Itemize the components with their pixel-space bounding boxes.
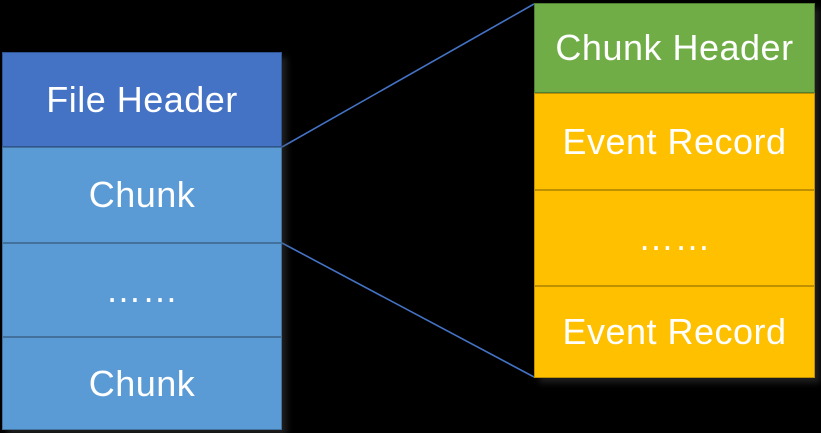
row-label: Chunk: [88, 174, 196, 215]
ellipsis-row: ……: [534, 190, 815, 286]
chunk-header-row: Chunk Header: [534, 3, 815, 93]
row-label: File Header: [46, 78, 238, 120]
event-record-row-1: Event Record: [534, 93, 815, 190]
event-record-row-2: Event Record: [534, 286, 815, 378]
connector-line: [281, 3, 535, 148]
row-label: Chunk Header: [555, 27, 794, 68]
row-label: Chunk: [88, 362, 196, 404]
ellipsis-row: ……: [2, 243, 282, 337]
row-label: Event Record: [562, 311, 787, 352]
chunk-row-1: Chunk: [2, 147, 282, 243]
file-structure-diagram: File Header Chunk …… Chunk: [2, 52, 282, 430]
chunk-row-2: Chunk: [2, 337, 282, 430]
row-label: ……: [638, 217, 711, 258]
row-label: ……: [105, 269, 179, 310]
file-header-row: File Header: [2, 52, 282, 147]
chunk-structure-diagram: Chunk Header Event Record …… Event Recor…: [534, 3, 815, 378]
row-label: Event Record: [562, 120, 787, 162]
connector-line: [281, 242, 535, 378]
